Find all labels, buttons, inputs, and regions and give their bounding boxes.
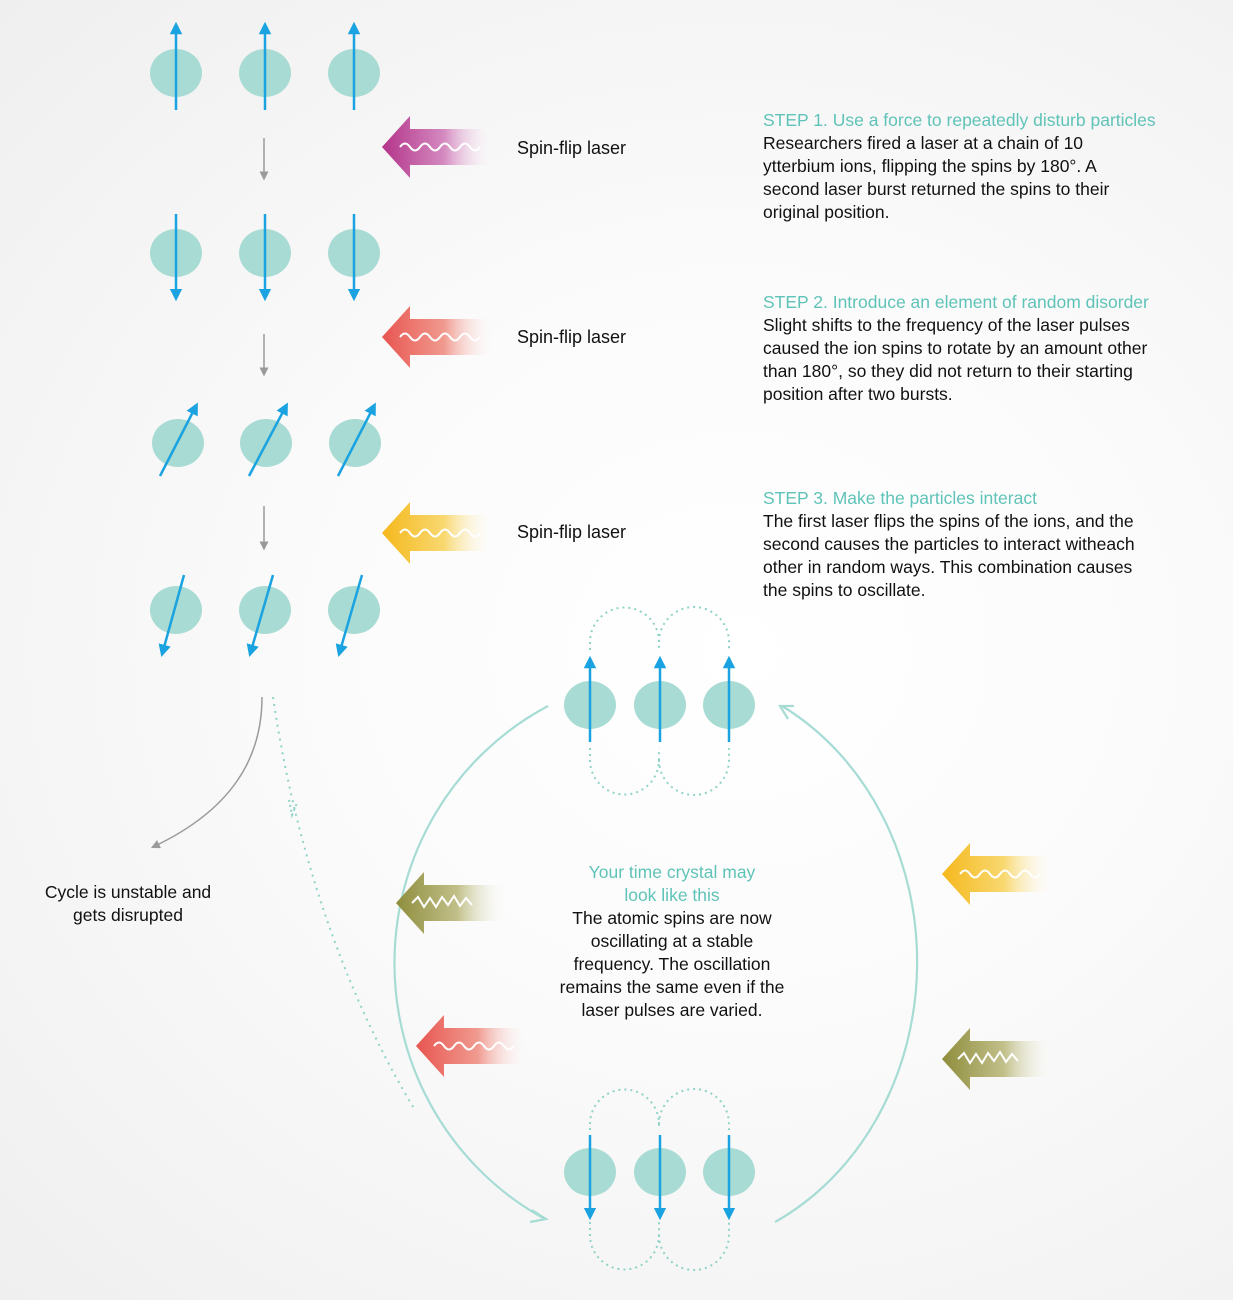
spin-tilted-down-arrow xyxy=(246,574,275,658)
step-2-title: STEP 2. Introduce an element of random d… xyxy=(763,292,1149,312)
unstable-branch-arrow xyxy=(150,696,263,849)
ion-row-1 xyxy=(150,21,380,110)
wave-icon xyxy=(399,332,481,342)
ion xyxy=(150,586,202,634)
crystal-ions-bottom xyxy=(564,1088,755,1271)
step-1-body: Researchers fired a laser at a chain of … xyxy=(763,133,1110,222)
step-1: STEP 1. Use a force to repeatedly distur… xyxy=(763,109,1193,224)
dotted-branch-line xyxy=(272,696,416,1111)
step-3: STEP 3. Make the particles interact The … xyxy=(763,487,1193,602)
laser-arrow-red-left xyxy=(416,1015,528,1077)
field-loop-bottom xyxy=(589,748,730,796)
spin-tilted-down-arrow xyxy=(335,574,364,658)
ion xyxy=(239,586,291,634)
cycle-left-arc xyxy=(393,705,549,1220)
wave-icon xyxy=(399,528,481,538)
step-3-body: The first laser flips the spins of the i… xyxy=(763,511,1135,600)
ion xyxy=(328,586,380,634)
crystal-caption: Your time crystal may look like this The… xyxy=(555,861,789,1022)
ion-row-4 xyxy=(150,574,380,658)
spin-tilted-arrow xyxy=(336,402,376,477)
wave-icon xyxy=(959,869,1041,879)
laser-arrow-yellow xyxy=(382,502,495,564)
field-loop-top xyxy=(589,1088,730,1130)
zigzag-wave-icon xyxy=(957,1050,1019,1065)
laser-arrow-magenta xyxy=(382,116,495,178)
spin-tilted-down-arrow xyxy=(158,574,186,658)
wave-icon xyxy=(399,142,481,152)
crystal-caption-body: The atomic spins are now oscillating at … xyxy=(559,908,785,1020)
laser-label-3: Spin-flip laser xyxy=(517,522,627,542)
dotted-branch-arrowhead xyxy=(288,799,298,819)
cycle-right-arc xyxy=(774,705,919,1223)
laser-arrow-olive-left xyxy=(396,872,508,934)
crystal-caption-title: Your time crystal may look like this xyxy=(588,862,756,905)
laser-arrow-red xyxy=(382,306,495,368)
zigzag-wave-icon xyxy=(411,894,473,909)
step-3-title: STEP 3. Make the particles interact xyxy=(763,488,1037,508)
field-loop-top xyxy=(589,606,730,650)
step-2-body: Slight shifts to the frequency of the la… xyxy=(763,315,1148,404)
spin-tilted-arrow xyxy=(158,402,198,477)
unstable-cycle-label: Cycle is unstable and gets disrupted xyxy=(44,882,212,925)
cycle-left-arrowhead xyxy=(529,1209,549,1224)
laser-arrow-olive-right xyxy=(942,1028,1055,1090)
step-1-title: STEP 1. Use a force to repeatedly distur… xyxy=(763,110,1156,130)
step-2: STEP 2. Introduce an element of random d… xyxy=(763,291,1193,406)
laser-arrow-yellow-right xyxy=(942,843,1055,905)
laser-label-2: Spin-flip laser xyxy=(517,327,627,347)
field-loop-bottom xyxy=(589,1222,730,1271)
laser-label-1: Spin-flip laser xyxy=(517,138,627,158)
ion-row-2 xyxy=(150,214,380,302)
ion-row-3 xyxy=(152,402,381,477)
wave-icon xyxy=(433,1041,515,1051)
cycle-right-arrowhead xyxy=(778,704,794,720)
spin-tilted-arrow xyxy=(247,402,288,477)
crystal-ions-top xyxy=(564,606,755,796)
